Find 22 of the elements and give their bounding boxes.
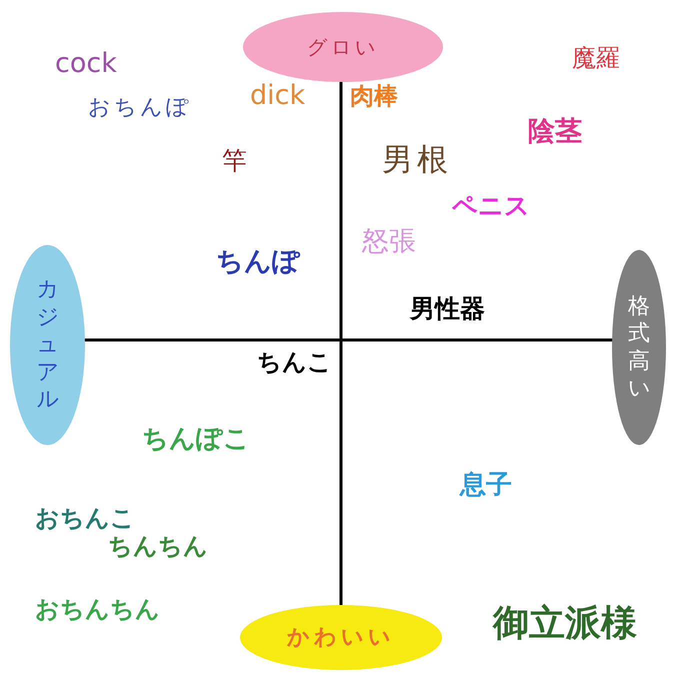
term-label: ペニス [452,193,530,218]
term-label: おちんぽ [88,97,192,119]
term-label: cock [55,50,117,77]
term-label: 竿 [222,148,247,173]
term-label: 男根 [382,145,452,176]
term-label: 怒張 [362,228,416,255]
term-label: 息子 [460,472,512,498]
axis-end-ellipse: 格式高い [612,250,666,445]
term-label: 男性器 [410,296,485,321]
term-label: ちんちん [108,534,208,558]
axis-end-ellipse: グロい [243,12,443,82]
term-label: ちんこ [257,350,332,374]
term-label: dick [250,82,306,109]
term-label: 陰茎 [528,118,582,145]
term-label: ちんぽこ [142,426,250,452]
axis-end-ellipse: カジュアル [10,245,85,445]
term-label: おちんちん [35,597,160,621]
term-label: ちんぽ [216,248,300,275]
axis-end-ellipse: かわいい [240,605,442,670]
term-label: おちんこ [35,506,135,530]
term-label: 御立派様 [493,606,637,642]
term-label: 魔羅 [572,46,620,70]
